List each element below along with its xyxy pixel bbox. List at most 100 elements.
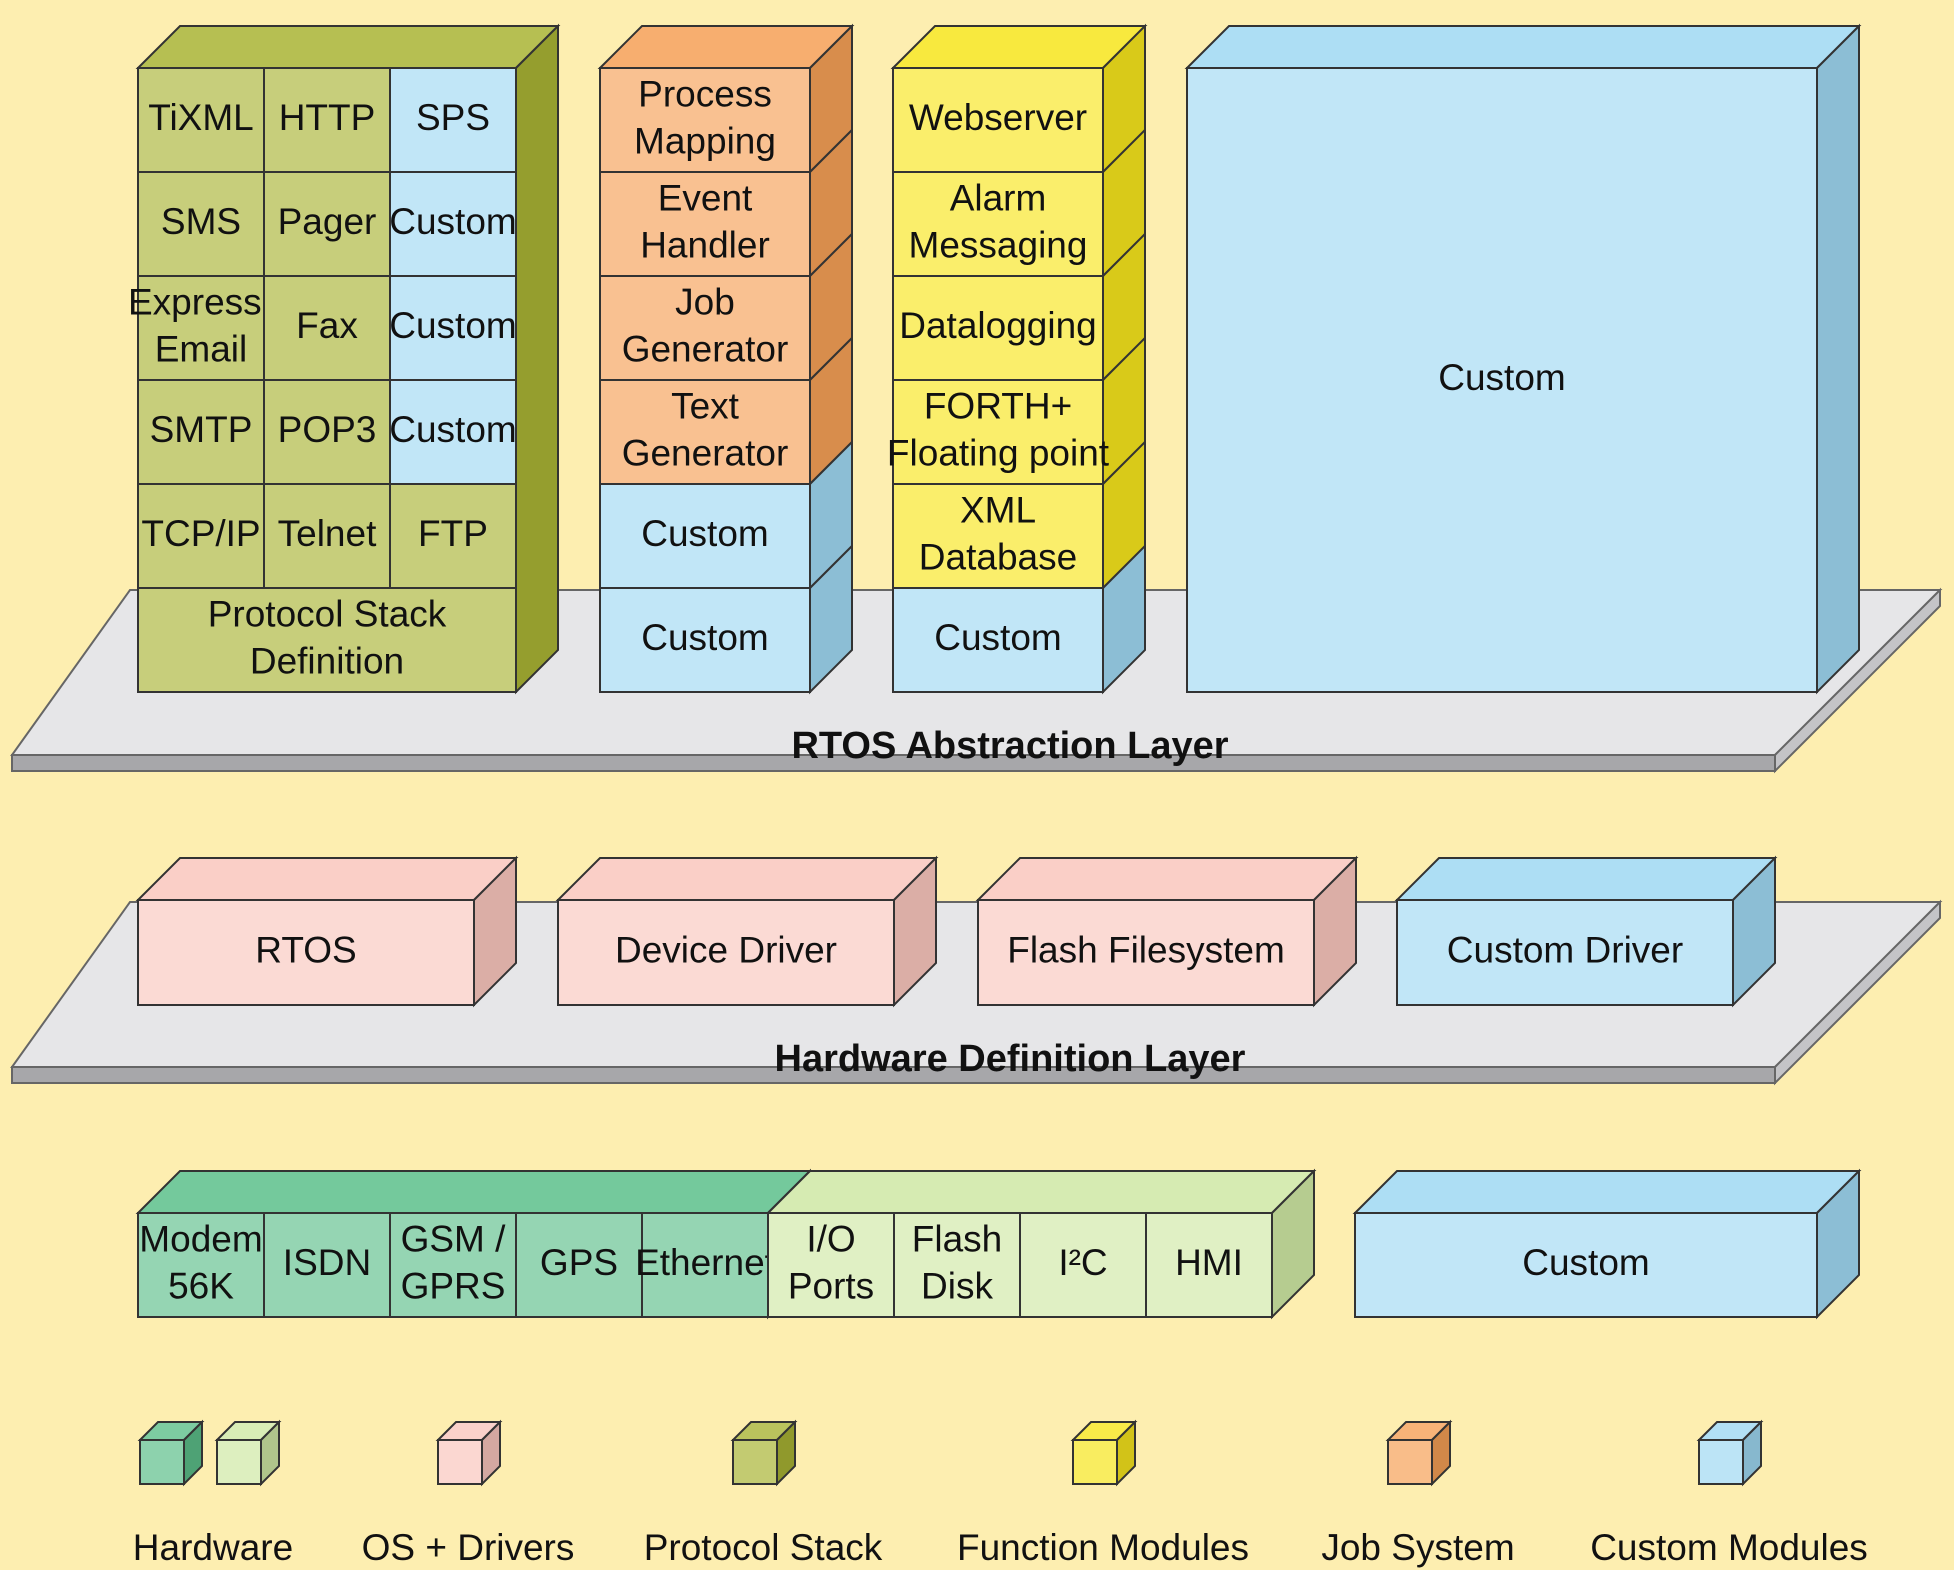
protocol-stack-cell	[389, 67, 517, 173]
hardware-cell-label: ISDN	[283, 1242, 371, 1283]
legend-item: Protocol Stack	[644, 1419, 883, 1568]
hardware-cell-label: HMI	[1175, 1242, 1243, 1283]
job-system-block-cell	[599, 483, 811, 589]
protocol-stack-cell-label: Pager	[278, 201, 377, 242]
rtos-abstraction-layer-label: RTOS Abstraction Layer	[791, 725, 1228, 767]
hardware-cell-label: Ethernet	[635, 1242, 776, 1283]
protocol-stack-cell-label: Fax	[296, 305, 358, 346]
legend-label: Hardware	[133, 1527, 293, 1568]
job-system-block-cell	[599, 171, 811, 277]
hardware-cell	[137, 1212, 265, 1318]
block-top-face	[1184, 25, 1862, 69]
block-side-face	[1271, 1168, 1315, 1320]
protocol-stack-cell-label: SPS	[416, 97, 490, 138]
hardware-cell	[515, 1212, 643, 1318]
driver-block	[137, 899, 475, 1006]
block-top-face	[765, 1170, 1317, 1214]
block-side-face	[809, 543, 853, 695]
job-system-block-cell	[599, 67, 811, 173]
function-modules-block-cell	[892, 275, 1104, 381]
block-top-face	[135, 25, 561, 69]
protocol-stack-cell	[263, 171, 391, 277]
driver-block-label: Custom Driver	[1447, 929, 1683, 970]
driver-block	[557, 899, 895, 1006]
protocol-stack-cell-label: TiXML	[148, 97, 254, 138]
protocol-stack-cell	[137, 275, 265, 381]
hardware-definition-layer-side	[1774, 899, 1941, 1086]
protocol-stack-cell	[137, 67, 265, 173]
block-top-face	[135, 857, 519, 901]
rtos-abstraction-layer-side	[1774, 587, 1941, 774]
block-side-face	[1816, 23, 1860, 695]
driver-block-label: Flash Filesystem	[1007, 929, 1285, 970]
legend-item: Hardware	[133, 1419, 293, 1568]
hardware-cell-label: I²C	[1058, 1242, 1107, 1283]
block-side-face	[515, 23, 559, 695]
legend-cube-icon-face	[437, 1439, 483, 1485]
block-top-face	[1394, 857, 1778, 901]
legend-item: OS + Drivers	[362, 1419, 575, 1568]
legend-label: OS + Drivers	[362, 1527, 575, 1568]
drivers-row: RTOS Device Driver Flash Filesystem Custom …	[135, 855, 1778, 1008]
legend-cube-icon-face	[732, 1439, 778, 1485]
protocol-stack-cell-label: TCP/IP	[141, 513, 260, 554]
protocol-stack-cell	[263, 67, 391, 173]
function-modules-block-cell-label: FORTH+Floating point	[887, 385, 1110, 473]
protocol-stack-cell	[389, 275, 517, 381]
driver-block-label: RTOS	[255, 929, 356, 970]
protocol-stack-cell	[389, 483, 517, 589]
protocol-stack-cell-label: Telnet	[278, 513, 377, 554]
protocol-stack-cell-label: SMS	[161, 201, 241, 242]
function-modules-block-cell-label: Datalogging	[899, 305, 1096, 346]
legend-cube-icon-face	[1072, 1439, 1118, 1485]
protocol-stack-cell-label: Express-Email	[128, 281, 274, 369]
custom-block: Custom	[1184, 23, 1862, 695]
legend-label: Custom Modules	[1590, 1527, 1868, 1568]
block-top-face	[975, 857, 1359, 901]
protocol-stack-cell-label: SMTP	[150, 409, 253, 450]
driver-block	[977, 899, 1315, 1006]
job-system-block-cell-label: Custom	[641, 513, 768, 554]
block-top-face	[1352, 1170, 1862, 1214]
custom-block-face	[1186, 67, 1818, 693]
legend-label: Job System	[1321, 1527, 1514, 1568]
driver-block-label: Device Driver	[615, 929, 837, 970]
block-side-face	[1102, 543, 1146, 695]
hardware-cell	[263, 1212, 391, 1318]
legend-cube-icon-face	[1698, 1439, 1744, 1485]
legend-cube-icon-face	[216, 1439, 262, 1485]
protocol-stack-cell	[137, 483, 265, 589]
hardware-definition-layer-label: Hardware Definition Layer	[775, 1038, 1246, 1080]
protocol-stack-cell-label: FTP	[418, 513, 488, 554]
block-top-face	[890, 25, 1148, 69]
block-top-face	[135, 1170, 813, 1214]
protocol-stack-cell-label: Custom	[389, 305, 516, 346]
protocol-stack-cell-label: Custom	[389, 409, 516, 450]
hardware-cell	[893, 1212, 1021, 1318]
block-top-face	[597, 25, 855, 69]
function-modules-block-cell-label: Webserver	[909, 97, 1087, 138]
protocol-stack-cell	[137, 171, 265, 277]
protocol-stack-cell	[389, 379, 517, 485]
job-system-block-cell	[599, 587, 811, 693]
function-modules-block-cell	[892, 67, 1104, 173]
block-top-face	[555, 857, 939, 901]
hardware-custom-block	[1354, 1212, 1818, 1318]
driver-block	[1396, 899, 1734, 1006]
function-modules-block-cell	[892, 171, 1104, 277]
function-modules-block-cell	[892, 379, 1104, 485]
